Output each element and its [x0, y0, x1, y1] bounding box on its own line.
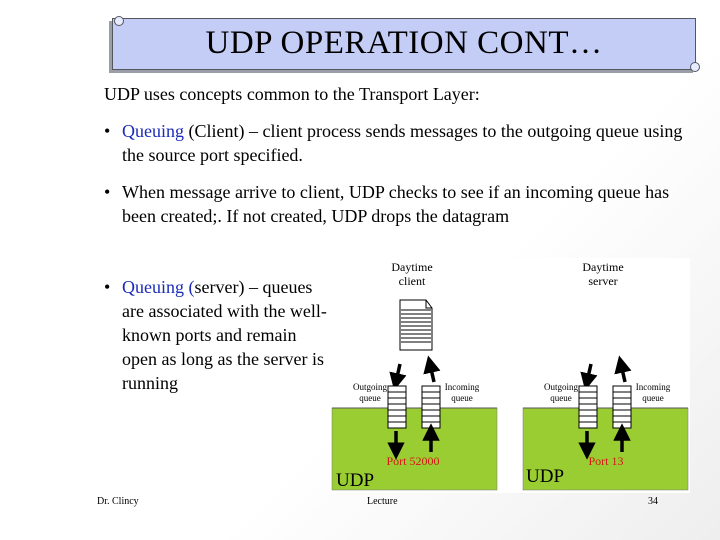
- outgoing-label-line2: queue: [550, 393, 572, 403]
- footer-page-number: 34: [648, 496, 658, 507]
- bullet-term: Queuing: [122, 121, 184, 141]
- bullet-text: (Client) – client process sends messages…: [122, 121, 683, 165]
- client-panel: Daytime client Outgoing queue Incoming q…: [331, 260, 498, 491]
- bullet-term: Queuing (: [122, 277, 195, 297]
- scroll-curl-bottom: [690, 62, 700, 72]
- incoming-label-line2: queue: [642, 393, 664, 403]
- footer-lecture: Lecture: [367, 496, 398, 507]
- udp-layer-server: [522, 407, 689, 491]
- client-port-label: Port 52000: [386, 454, 439, 468]
- incoming-queue-icon: [612, 385, 632, 429]
- outgoing-label-line1: Outgoing: [353, 382, 388, 392]
- arrow-down-icon: [580, 363, 598, 391]
- outgoing-label-line2: queue: [359, 393, 381, 403]
- server-panel: Daytime server Outgoing queue Incoming q…: [522, 260, 689, 491]
- bullet-incoming-check: • When message arrive to client, UDP che…: [104, 180, 704, 228]
- incoming-label-line1: Incoming: [445, 382, 480, 392]
- server-udp-label: UDP: [526, 466, 564, 487]
- title-banner: UDP OPERATION CONT…: [112, 18, 696, 70]
- udp-queue-diagram: Daytime client Outgoing queue Incoming q…: [330, 258, 690, 493]
- bullet-queuing-client: • Queuing (Client) – client process send…: [104, 119, 704, 167]
- arrow-up-icon: [423, 355, 441, 383]
- udp-layer-client: [331, 407, 498, 491]
- arrow-up-icon: [614, 355, 632, 383]
- bullet-queuing-server: • Queuing (server) – queues are associat…: [104, 275, 329, 395]
- outgoing-queue-icon: [578, 385, 598, 429]
- arrow-down-icon: [389, 363, 407, 391]
- client-host-line1: Daytime: [391, 260, 432, 274]
- server-port-label: Port 13: [588, 454, 623, 468]
- client-udp-label: UDP: [336, 470, 374, 491]
- footer-author: Dr. Clincy: [97, 496, 139, 507]
- document-stack-icon: [399, 299, 433, 351]
- slide-title: UDP OPERATION CONT…: [205, 25, 603, 61]
- server-host-line2: server: [588, 274, 617, 288]
- client-host-line2: client: [399, 274, 426, 288]
- bullet-dot: •: [104, 121, 111, 141]
- bullet-dot: •: [104, 182, 111, 202]
- bullet-dot: •: [104, 277, 111, 297]
- incoming-label-line1: Incoming: [636, 382, 671, 392]
- bullet-text: When message arrive to client, UDP check…: [122, 182, 670, 226]
- outgoing-label-line1: Outgoing: [544, 382, 579, 392]
- incoming-label-line2: queue: [451, 393, 473, 403]
- outgoing-queue-icon: [387, 385, 407, 429]
- incoming-queue-icon: [421, 385, 441, 429]
- scroll-curl-top: [114, 16, 124, 26]
- bullet-text: server) – queues are associated with the…: [122, 277, 327, 393]
- intro-text: UDP uses concepts common to the Transpor…: [104, 84, 480, 104]
- server-host-line1: Daytime: [582, 260, 623, 274]
